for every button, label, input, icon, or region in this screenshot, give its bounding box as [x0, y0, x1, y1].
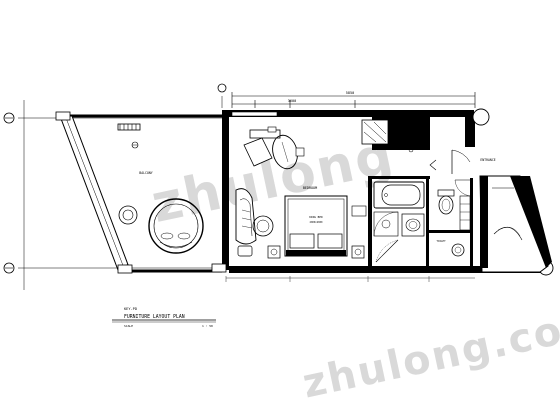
caption-scale-value: 1 : 50: [202, 324, 213, 328]
toilet-fixture: [437, 189, 455, 215]
nightstand-right: [351, 245, 365, 259]
grid-lines: [18, 95, 475, 290]
balcony-side-table: [118, 205, 138, 225]
dimension-overall: 5850: [346, 91, 354, 95]
ottoman: [237, 245, 253, 257]
shower-area: [373, 211, 399, 237]
shelving-stack: [459, 195, 471, 231]
bedroom-walls: [222, 110, 549, 273]
grid-bubble-left-top: [3, 112, 15, 124]
balcony-window-vent: [117, 123, 141, 131]
bed-label-line2: 2000×2000: [310, 221, 324, 224]
caption-scale-label: SCALE: [124, 324, 133, 328]
entrance-marker: [408, 147, 437, 171]
bottom-railing-end: [211, 263, 475, 282]
toilet-label: TOILET: [436, 239, 446, 243]
entrance-label: ENTRANCE: [480, 158, 495, 162]
bedroom-label: BEDROOM: [303, 186, 317, 190]
caption-title: FURNITURE LAYOUT PLAN: [124, 314, 185, 320]
top-dimension-ticks: [231, 92, 476, 108]
bench-stool: [351, 205, 367, 217]
bathroom-walls: [368, 176, 430, 266]
drawing-caption: KEY-PD FURNITURE LAYOUT PLAN SCALE 1 : 5…: [112, 307, 216, 328]
king-bed: [284, 195, 348, 257]
bathtub: [373, 181, 425, 209]
bedroom-window-top: [231, 111, 278, 117]
balcony-lamp-fixture: [131, 141, 139, 149]
bedroom-door-swing: [454, 179, 473, 197]
annex-outline: [479, 175, 552, 273]
desk-chair: [243, 137, 273, 167]
balcony-round-tub: [148, 198, 204, 254]
wall-column-top-right: [361, 117, 475, 150]
round-side-table: [252, 215, 274, 237]
lounge-chair: [235, 188, 257, 245]
toilet-room-walls: [429, 178, 473, 266]
grid-bubble-top-left: [217, 83, 227, 93]
desk: [249, 126, 281, 139]
balcony-label: BALCONY: [139, 171, 153, 175]
nightstand-left: [267, 245, 281, 259]
bathroom-door-swing: [375, 239, 399, 263]
grid-bubble-left-bottom: [3, 262, 15, 274]
caption-ref: KEY-PD: [124, 307, 137, 311]
wall-shelf: [295, 147, 305, 157]
bed-label-line1: KING BED: [309, 215, 323, 219]
balcony-railing-end: [55, 111, 133, 274]
bidet-fixture: [451, 243, 465, 257]
balcony-outline: [59, 114, 222, 273]
entrance-door-swing: [451, 149, 471, 174]
grid-bubble-top-right: [472, 108, 490, 126]
vanity-sink: [401, 213, 425, 237]
dimension-segment: 3600: [288, 99, 296, 103]
